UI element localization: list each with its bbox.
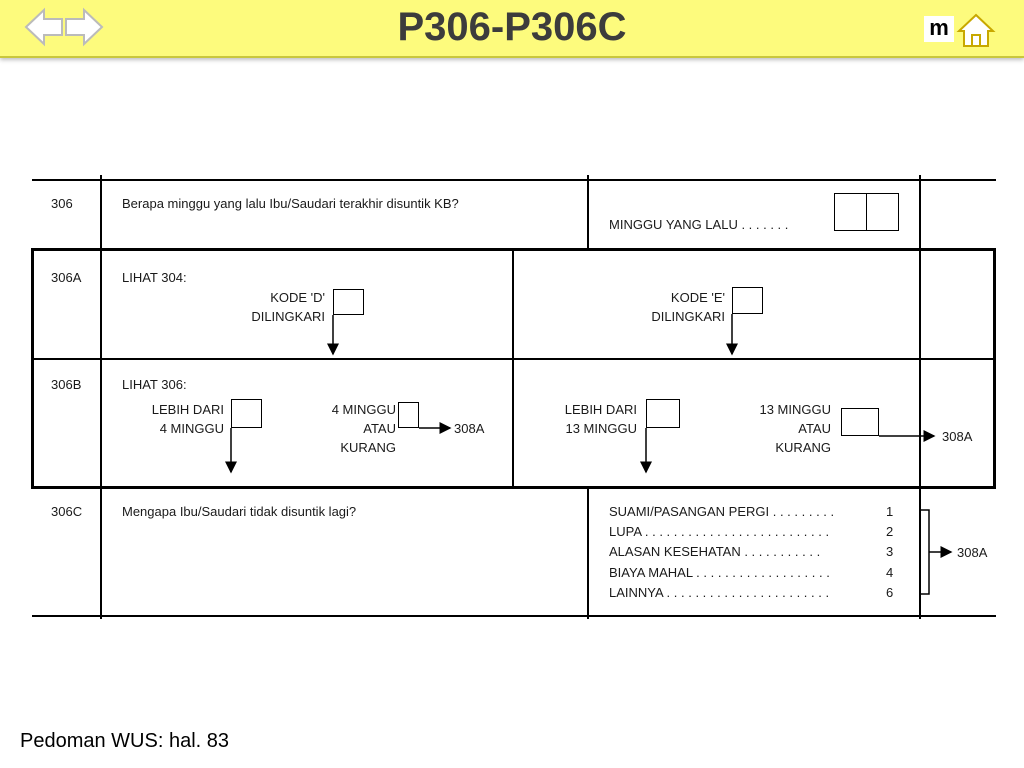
back-arrow-icon[interactable] — [24, 7, 63, 47]
col-skip-divider-mid — [919, 250, 921, 487]
q306c-option-label: LUPA . . . . . . . . . . . . . . . . . .… — [609, 524, 830, 539]
q306a-right-label-1: KODE 'E' — [670, 290, 725, 305]
q306c-code: 306C — [51, 504, 83, 519]
q306-answer-label: MINGGU YANG LALU . . . . . . . — [609, 217, 789, 232]
home-icon[interactable] — [956, 12, 996, 48]
q306b-opt1-line1: LEBIH DARI — [151, 402, 224, 417]
rule-306b-top — [32, 358, 996, 360]
q306b-opt4-line3: KURANG — [775, 440, 831, 455]
q306c-bracket — [919, 509, 930, 595]
q306a-left-checkbox[interactable] — [333, 289, 364, 315]
q306b-opt3-line2: 13 MINGGU — [565, 421, 637, 436]
col-306c-answer-divider — [587, 488, 589, 619]
q306a-left-label-1: KODE 'D' — [270, 290, 325, 305]
q306c-option-label: BIAYA MAHAL . . . . . . . . . . . . . . … — [609, 565, 830, 580]
q306b-opt3-checkbox[interactable] — [646, 399, 680, 428]
q306b-instruction: LIHAT 306: — [122, 377, 187, 392]
rule-306b-bottom — [32, 486, 996, 489]
q306a-code: 306A — [51, 270, 82, 285]
q306c-option-label: LAINNYA . . . . . . . . . . . . . . . . … — [609, 585, 830, 600]
q306b-opt4-line1: 13 MINGGU — [759, 402, 831, 417]
q306b-opt4-checkbox[interactable] — [841, 408, 879, 436]
q306c-option-label: ALASAN KESEHATAN . . . . . . . . . . . — [609, 544, 821, 559]
q306c-option-code[interactable]: 6 — [886, 585, 894, 600]
menu-button[interactable]: m — [924, 16, 954, 42]
q306a-instruction: LIHAT 304: — [122, 270, 187, 285]
footer-reference: Pedoman WUS: hal. 83 — [20, 730, 229, 752]
col-mid-divider — [512, 250, 514, 487]
q306-question: Berapa minggu yang lalu Ibu/Saudari tera… — [122, 196, 459, 211]
q306b-opt4-skip: 308A — [942, 429, 973, 444]
q306c-option-code[interactable]: 4 — [886, 565, 894, 580]
q306b-code: 306B — [51, 377, 82, 392]
q306b-opt2-line1: 4 MINGGU — [331, 402, 396, 417]
q306c-question: Mengapa Ibu/Saudari tidak disuntik lagi? — [122, 504, 357, 519]
q306b-opt2-line3: KURANG — [340, 440, 396, 455]
q306a-right-label-2: DILINGKARI — [651, 309, 725, 324]
q306c-option-code[interactable]: 3 — [886, 544, 894, 559]
q306b-opt1-checkbox[interactable] — [231, 399, 262, 428]
col-skip-divider-bottom — [919, 488, 921, 619]
box-left-edge — [31, 248, 34, 489]
rule-bottom — [32, 615, 996, 617]
col-skip-divider-top — [919, 175, 921, 249]
q306b-opt2-line2: ATAU — [363, 421, 396, 436]
rule-top — [32, 179, 996, 181]
col-306-answer-divider — [587, 175, 589, 249]
forward-arrow-icon[interactable] — [65, 7, 104, 47]
q306b-opt4-line2: ATAU — [798, 421, 831, 436]
q306-code: 306 — [51, 196, 73, 211]
q306c-option-code[interactable]: 2 — [886, 524, 894, 539]
rule-306a-top — [32, 248, 996, 251]
box-right-edge — [993, 248, 996, 489]
q306a-right-checkbox[interactable] — [732, 287, 763, 314]
q306b-opt3-line1: LEBIH DARI — [564, 402, 637, 417]
col-code-divider — [100, 175, 102, 619]
weeks-digit-box-2[interactable] — [866, 193, 899, 231]
page-title: P306-P306C — [397, 5, 627, 49]
q306c-option-label: SUAMI/PASANGAN PERGI . . . . . . . . . — [609, 504, 835, 519]
nav-arrows — [24, 7, 104, 47]
q306b-opt2-skip: 308A — [454, 421, 485, 436]
q306b-opt2-checkbox[interactable] — [398, 402, 419, 428]
header-bar: P306-P306C m — [0, 0, 1024, 58]
q306a-left-label-2: DILINGKARI — [251, 309, 325, 324]
q306c-option-code[interactable]: 1 — [886, 504, 894, 519]
q306c-skip: 308A — [957, 545, 988, 560]
q306b-opt1-line2: 4 MINGGU — [159, 421, 224, 436]
